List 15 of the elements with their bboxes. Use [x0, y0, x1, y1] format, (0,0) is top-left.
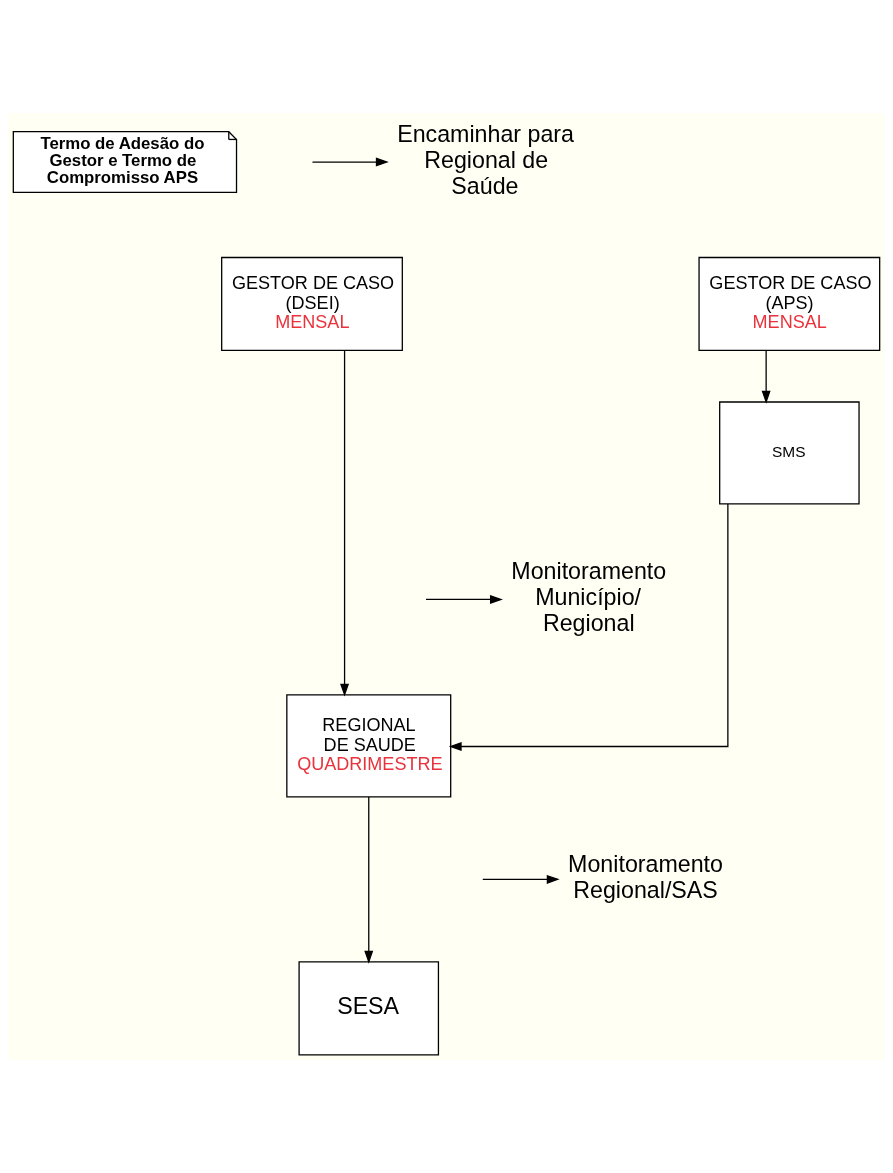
arrow: [761, 350, 771, 404]
arrow: [311, 157, 389, 167]
node-box: GESTOR DE CASO (DSEI) MENSAL: [221, 256, 403, 352]
node-box: GESTOR DE CASO (APS) MENSAL: [698, 256, 881, 352]
node-box: SMS: [719, 401, 860, 505]
node-text: Monitoramento Município/ Regional: [511, 558, 667, 636]
arrow: [425, 594, 503, 604]
arrow: [448, 503, 729, 751]
node-box: SESA: [298, 961, 440, 1056]
node-text: Encaminhar para Regional de Saúde: [397, 120, 574, 199]
node-text: Monitoramento Regional/SAS: [568, 851, 723, 903]
node-box: REGIONAL DE SAUDE QUADRIMESTRE: [286, 694, 452, 798]
arrow: [482, 874, 560, 884]
arrow: [340, 349, 350, 697]
arrow: [364, 796, 374, 964]
